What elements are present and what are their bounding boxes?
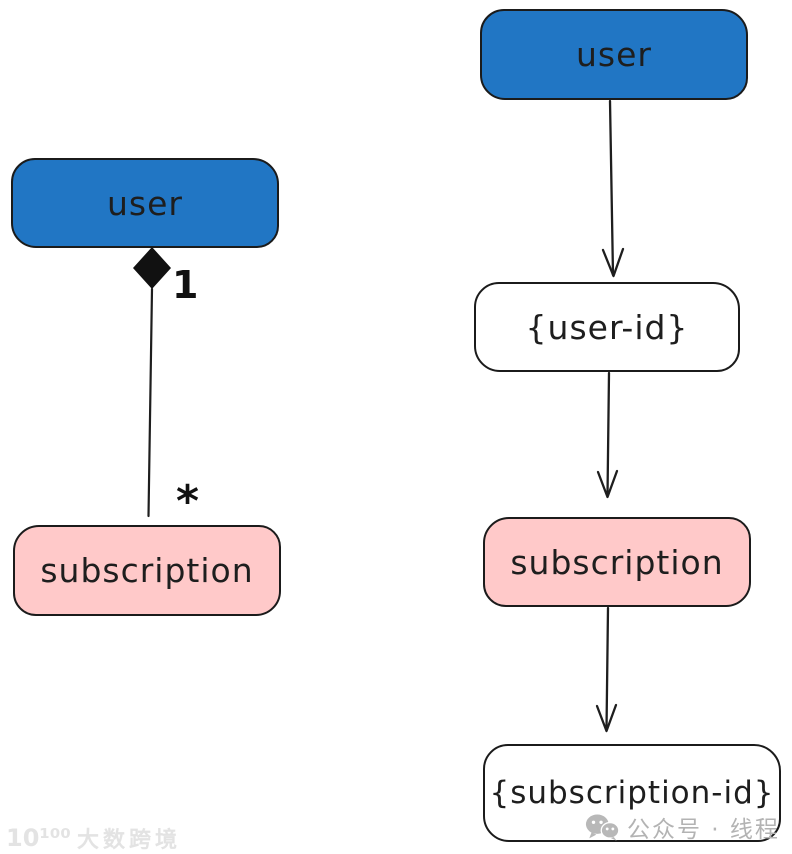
brand-name-label: 大数跨境 [76,828,181,853]
flow-user-id-label: {user-id} [525,307,689,347]
composition-diamond-icon [133,247,171,289]
flow-subscription-id-label: {subscription-id} [489,775,775,811]
uml-user-label: user [107,183,183,223]
flow-user-id-node: {user-id} [474,282,740,372]
arrow-userid-to-subscription [596,371,619,499]
arrow-line [605,606,610,732]
flow-subscription-node: subscription [483,517,751,607]
wechat-icon [585,813,619,841]
composition-link [133,247,171,518]
arrow-subscription-to-subscriptionid [595,606,618,733]
uml-user-node: user [11,158,279,248]
arrow-head-icon [595,703,618,733]
arrow-line [606,371,611,498]
brand-watermark: 10¹⁰⁰ 大数跨境 [6,822,181,854]
multiplicity-many-label: * [176,476,200,527]
arrow-head-icon [601,247,625,278]
uml-subscription-label: subscription [40,551,254,590]
multiplicity-one-label: 1 [172,263,199,307]
brand-logo-icon: 10¹⁰⁰ [6,824,71,852]
uml-subscription-node: subscription [13,525,281,616]
arrow-line [608,99,615,277]
wechat-watermark-label: 公众号 · 线程 [627,817,780,843]
composition-line [147,287,154,518]
arrow-user-to-userid [601,99,625,278]
flow-subscription-id-node: {subscription-id} [483,744,781,842]
wechat-watermark: 公众号 · 线程 [585,810,780,844]
flow-subscription-label: subscription [510,542,724,582]
arrow-head-icon [596,469,619,499]
flow-user-node: user [480,9,748,100]
flow-user-label: user [576,35,652,74]
